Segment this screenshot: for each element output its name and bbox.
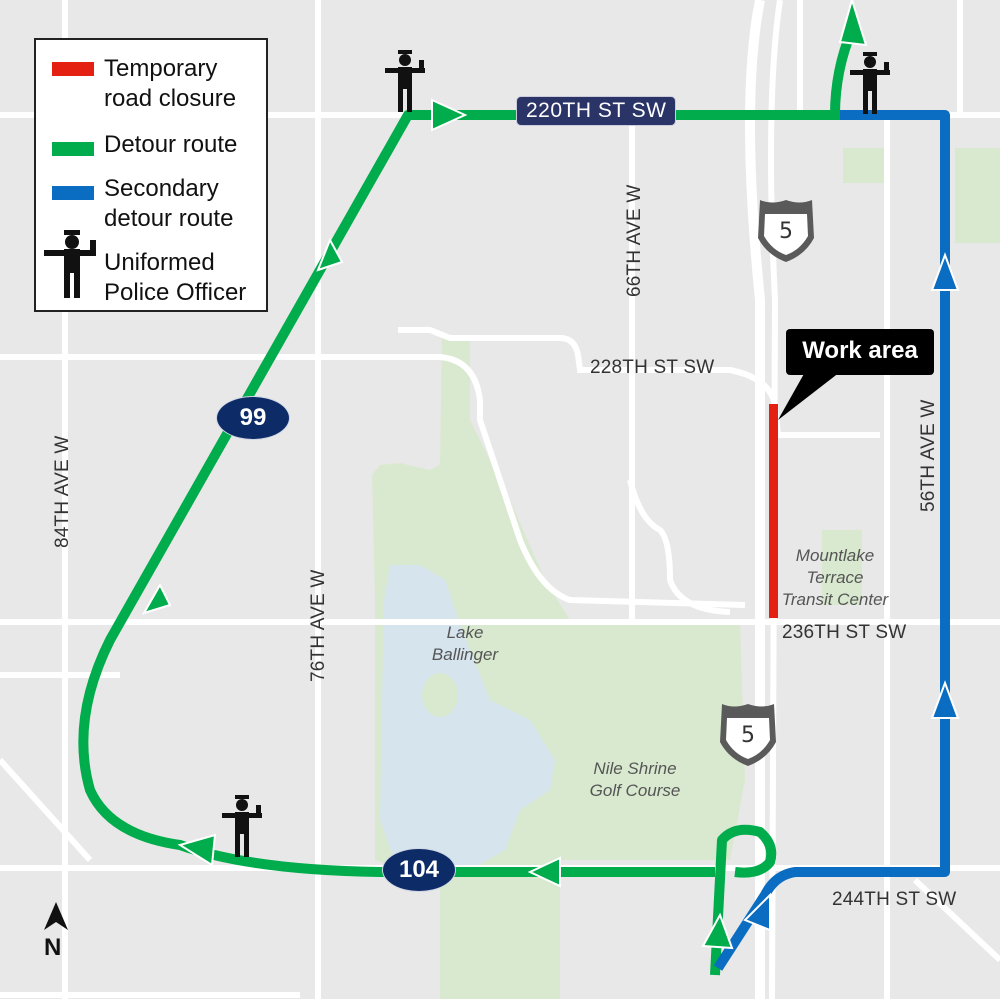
i5-south-number: 5: [741, 723, 755, 748]
north-arrow-icon: [44, 902, 68, 930]
golf-course-label: Nile Shrine Golf Course: [589, 759, 681, 800]
road-closure-bar: [769, 404, 778, 618]
secondary-detour-route: [713, 110, 950, 971]
lake-ballinger: [380, 565, 555, 875]
detour-swatch: [52, 142, 94, 156]
lake-ballinger-label: Lake Ballinger: [431, 623, 499, 664]
transit-center-label: Mountlake Terrace Transit Center: [781, 546, 889, 609]
direction-arrows: [141, 0, 960, 950]
north-label: N: [44, 934, 62, 961]
legend-secondary-label: Secondary detour route: [104, 175, 234, 232]
i5-shield-south: [720, 704, 776, 766]
secondary-swatch: [52, 186, 94, 200]
legend-detour-label: Detour route: [104, 131, 238, 158]
i5-shield-north: [758, 200, 814, 262]
street-label-236th: 236TH ST SW: [782, 622, 907, 643]
street-label-244th: 244TH ST SW: [832, 889, 957, 910]
legend-police-label: Uniformed Police Officer: [104, 249, 247, 306]
sr104-marker: 104: [382, 848, 456, 892]
map-legend: Temporary road closure Detour route Seco…: [34, 38, 268, 312]
street-badge-220th: 220TH ST SW: [516, 96, 677, 126]
street-label-56th: 56TH AVE W: [918, 399, 939, 512]
street-label-84th: 84TH AVE W: [52, 435, 73, 548]
street-label-66th: 66TH AVE W: [624, 184, 645, 297]
work-area-callout: Work area: [786, 329, 934, 375]
closure-swatch: [52, 62, 94, 76]
legend-closure-label: Temporary road closure: [104, 55, 237, 112]
work-area-pointer: [778, 372, 840, 420]
police-officer-icon: [44, 230, 96, 298]
sr99-marker: 99: [216, 396, 290, 440]
street-label-76th: 76TH AVE W: [308, 569, 329, 682]
i5-north-number: 5: [779, 219, 793, 244]
street-label-228th: 228TH ST SW: [590, 357, 715, 378]
police-officer-icon: [222, 50, 890, 857]
